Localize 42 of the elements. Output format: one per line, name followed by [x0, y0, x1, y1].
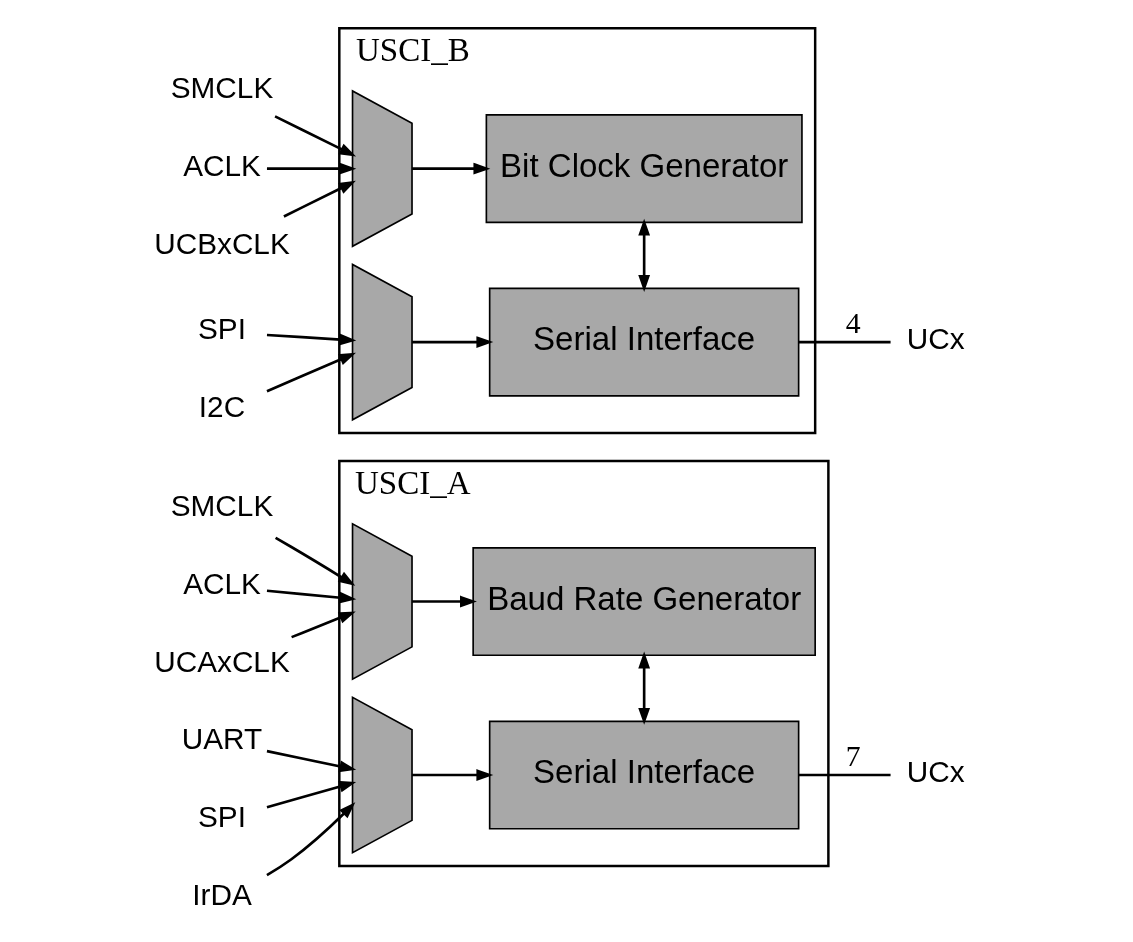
node-box: Baud Rate Generator: [472, 547, 816, 657]
node-text: IrDA: [192, 877, 252, 911]
arrow: [291, 611, 356, 639]
node-trapezoid: [351, 263, 413, 422]
arrow: [274, 115, 357, 157]
node-text: SPI: [198, 312, 246, 346]
node-text: UCBxCLK: [154, 226, 290, 260]
node-text: UCAxCLK: [154, 644, 290, 678]
node-trapezoid: [351, 695, 413, 855]
arrow: [638, 218, 651, 292]
node-text: UART: [181, 722, 263, 756]
edge-label: 7: [845, 738, 861, 772]
arrow: [638, 651, 651, 725]
node-text: SMCLK: [170, 71, 274, 105]
node-text: UCx: [906, 322, 965, 356]
node-text: UCx: [906, 755, 965, 789]
node-text: ACLK: [183, 148, 261, 182]
arrow: [266, 749, 357, 773]
arrow: [283, 180, 356, 218]
node-text: SPI: [198, 799, 246, 833]
node-box: Bit Clock Generator: [485, 114, 803, 224]
arrow: [412, 769, 494, 781]
node-text: I2C: [198, 390, 246, 424]
arrow: [412, 595, 477, 608]
arrow: [274, 536, 356, 586]
node-text: ACLK: [183, 566, 261, 600]
arrow: [266, 802, 356, 877]
arrow: [266, 589, 357, 604]
arrow: [412, 336, 494, 349]
arrow: [266, 162, 357, 175]
connector: [798, 773, 891, 777]
node-trapezoid: [351, 89, 413, 248]
edge-label: 4: [845, 305, 861, 339]
arrow: [266, 352, 356, 393]
node-trapezoid: [351, 522, 413, 681]
arrow: [412, 162, 491, 175]
node-text: SMCLK: [170, 489, 274, 523]
arrow: [266, 333, 357, 346]
node-box: Serial Interface: [488, 720, 800, 830]
node-box: Serial Interface: [488, 287, 800, 397]
arrow: [266, 780, 357, 809]
connector: [798, 340, 891, 344]
